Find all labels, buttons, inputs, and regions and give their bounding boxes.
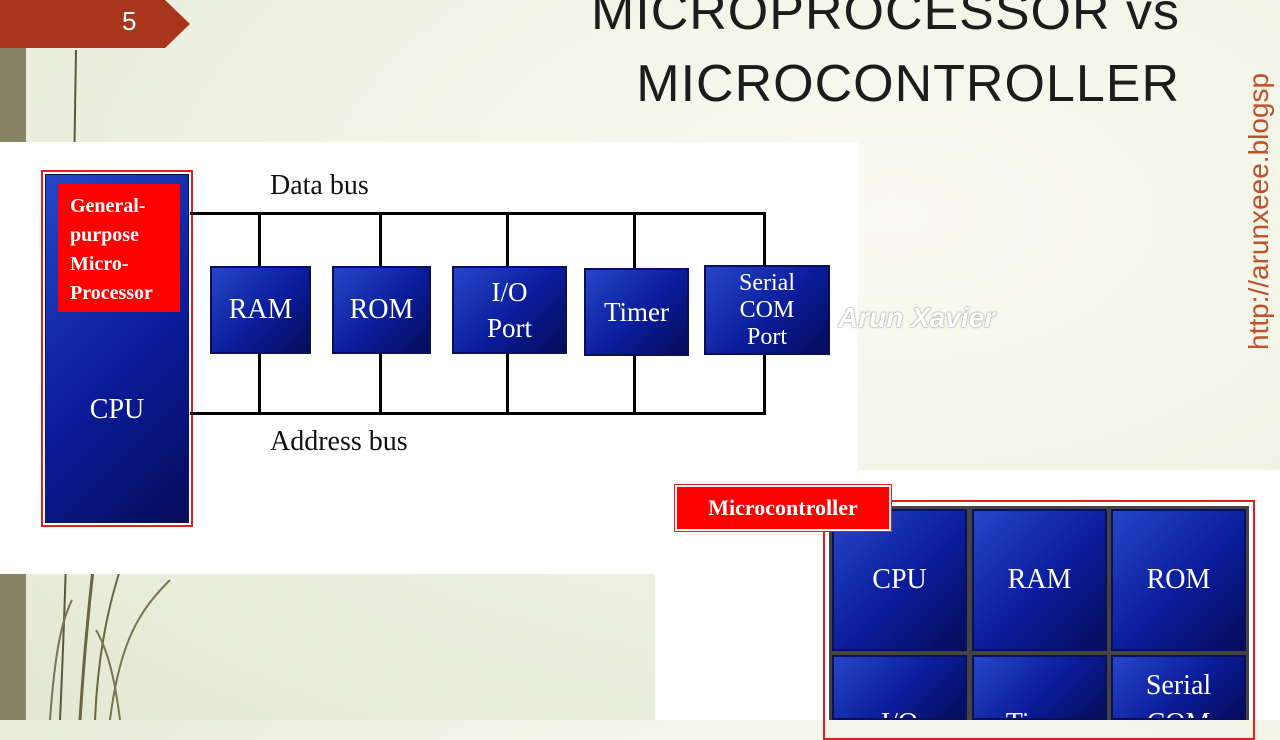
mc-cell-label: RAM <box>1007 564 1072 595</box>
bus-connector <box>633 212 636 270</box>
mc-cell-label: I/O <box>881 708 918 718</box>
bus-connector <box>379 212 382 270</box>
slide-number-badge: 5 <box>0 0 190 48</box>
mc-cell-label: Timer <box>1006 708 1073 718</box>
data-bus-line <box>190 212 766 215</box>
bus-connector <box>633 352 636 414</box>
blog-url: http://arunxeee.blogsp <box>1243 72 1274 350</box>
slide-title: MICROPROCESSOR vs MICROCONTROLLER <box>591 0 1180 120</box>
data-bus-label: Data bus <box>270 170 369 201</box>
mc-ram-cell: RAM <box>972 509 1107 651</box>
mc-cell-label: Serial <box>1145 670 1212 701</box>
bus-connector <box>258 212 261 270</box>
mc-timer-cell: Timer <box>972 655 1107 720</box>
gp-line: Processor <box>70 282 153 304</box>
serial-com-port-block: Serial COM Port <box>704 265 830 355</box>
general-purpose-label: General- purpose Micro- Processor <box>58 184 180 312</box>
author-watermark: Arun Xavier <box>838 302 996 333</box>
cpu-label: CPU <box>89 394 145 425</box>
mc-cell-label: COM <box>1147 705 1211 718</box>
rom-block: ROM <box>332 266 431 354</box>
mc-cell-label: ROM <box>1146 564 1211 595</box>
timer-block: Timer <box>584 268 689 356</box>
address-bus-label: Address bus <box>270 426 408 457</box>
mc-io-cell: I/O <box>832 655 967 720</box>
title-line-1: MICROPROCESSOR vs <box>590 0 1180 41</box>
serial-label-line: COM <box>739 296 795 323</box>
bus-connector <box>506 212 509 270</box>
io-port-block: I/O Port <box>452 266 567 354</box>
address-bus-line <box>190 412 766 415</box>
serial-label-line: Port <box>746 323 787 350</box>
bus-connector <box>763 212 766 270</box>
ram-label: RAM <box>228 294 293 325</box>
mc-cell-label: CPU <box>872 564 927 595</box>
gp-line: Micro- <box>70 253 129 275</box>
timer-label: Timer <box>603 296 670 327</box>
title-line-2: MICROCONTROLLER <box>636 55 1180 113</box>
serial-label-line: Serial <box>739 269 795 296</box>
slide-number: 5 <box>122 6 137 36</box>
ram-block: RAM <box>210 266 311 354</box>
gp-line: General- <box>70 195 146 217</box>
io-label-line: Port <box>486 313 532 343</box>
bus-connector <box>258 352 261 414</box>
io-label-line: I/O <box>491 277 528 307</box>
mc-rom-cell: ROM <box>1111 509 1246 651</box>
mc-cpu-cell: CPU <box>832 509 967 651</box>
rom-label: ROM <box>349 294 414 325</box>
bus-connector <box>506 352 509 414</box>
gp-line: purpose <box>70 224 139 246</box>
mc-serial-cell: Serial COM <box>1111 655 1246 720</box>
bus-connector <box>379 352 382 414</box>
bus-connector <box>763 352 766 414</box>
microcontroller-label: Microcontroller <box>674 484 892 532</box>
